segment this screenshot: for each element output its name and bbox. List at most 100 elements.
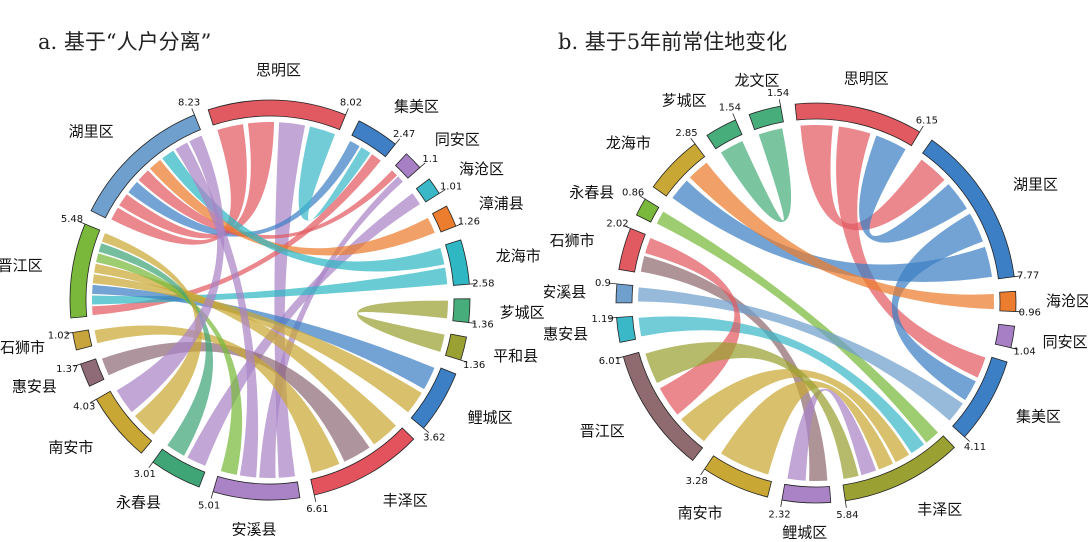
segment-tick	[609, 317, 617, 319]
segment-value-label: 3.62	[423, 433, 445, 444]
segment-arc	[152, 448, 206, 488]
segment-arc	[80, 358, 105, 387]
segment-arc	[635, 198, 660, 223]
chord-ribbon	[800, 124, 945, 231]
chord-ribbon	[298, 126, 371, 221]
chord-ribbon	[111, 124, 247, 245]
segment-tick	[609, 282, 617, 285]
segment-name-label: 同安区	[435, 131, 480, 149]
segment-name-label: 鲤城区	[782, 524, 827, 542]
segment-tick	[423, 427, 430, 433]
chord-ribbon	[720, 128, 792, 223]
segment-name-label: 思明区	[844, 70, 889, 88]
chord-ribbon	[92, 267, 448, 305]
segment-value-label: 2.47	[393, 129, 415, 140]
segment-arc	[794, 102, 921, 147]
segment-tick	[780, 500, 783, 508]
chord-ribbon	[98, 243, 214, 456]
segment-arc	[410, 367, 457, 429]
segment-value-label: 1.36	[472, 320, 494, 331]
segment-tick	[191, 108, 195, 115]
segment-tick	[700, 468, 705, 476]
segment-value-label: 6.15	[916, 115, 938, 126]
segment-name-label: 集美区	[1016, 408, 1061, 426]
chord-ribbon	[689, 162, 994, 310]
segment-arc	[415, 178, 440, 203]
segment-name-label: 湖里区	[69, 122, 114, 140]
segment-name-label: 思明区	[256, 61, 301, 79]
segment-value-label: 3.01	[134, 469, 156, 480]
segment-tick	[65, 332, 73, 335]
segment-name-label: 永春县	[116, 494, 161, 512]
segment-value-label: 1.1	[422, 154, 438, 165]
segment-value-label: 3.28	[686, 476, 708, 487]
segment-value-label: 5.48	[61, 214, 83, 225]
segment-name-label: 安溪县	[544, 283, 586, 301]
segment-arc	[351, 120, 396, 158]
chord-ribbon	[101, 341, 370, 462]
segment-name-label: 芗城区	[662, 92, 707, 110]
segment-arc	[212, 475, 301, 501]
segment-tick	[690, 137, 696, 145]
segment-tick	[439, 189, 446, 194]
segment-arc	[704, 455, 772, 498]
chord-ribbon	[116, 135, 225, 413]
chart-title: a. 基于“人户分离”	[38, 30, 212, 54]
segment-arc	[652, 143, 706, 197]
segment-value-label: 1.19	[591, 314, 613, 325]
chord-ribbon	[672, 180, 993, 282]
segment-arc	[72, 329, 93, 351]
segment-value-label: 1.54	[767, 88, 789, 99]
segment-name-label: 惠安县	[12, 378, 57, 396]
chord-ribbon	[101, 233, 202, 435]
segment-tick	[623, 225, 631, 229]
chord-ribbon	[638, 287, 963, 421]
segment-arc	[431, 205, 457, 233]
segment-name-label: 龙海市	[496, 247, 541, 265]
segment-arc	[706, 119, 743, 150]
segment-value-label: 1.01	[440, 181, 462, 192]
chords	[92, 122, 448, 478]
segment-tick	[616, 356, 624, 359]
segment-value-label: 2.32	[768, 509, 790, 520]
segment-tick	[313, 494, 317, 502]
segment-name-label: 海沧区	[459, 160, 504, 178]
segment-tick	[73, 363, 81, 367]
segment-arc	[618, 227, 646, 273]
chord-ribbon	[94, 325, 340, 473]
segment-value-label: 4.03	[73, 402, 95, 413]
segment-tick	[78, 221, 86, 225]
segment-tick	[844, 500, 847, 508]
segment-value-label: 1.37	[56, 364, 78, 375]
segment-name-label: 晋江区	[580, 422, 625, 440]
chords	[638, 124, 994, 482]
segment-value-label: 2.85	[675, 128, 697, 139]
chord-ribbon	[787, 388, 877, 481]
segment-name-label: 鲤城区	[468, 409, 513, 427]
segment-value-label: 0.86	[622, 187, 644, 198]
segment-tick	[148, 461, 154, 469]
segment-tick	[469, 283, 477, 285]
chord-ribbon	[891, 213, 983, 401]
segment-value-label: 4.11	[964, 442, 986, 453]
segment-value-label: 2.02	[606, 219, 628, 230]
segment-arc	[842, 435, 955, 502]
segment-name-label: 丰泽区	[383, 491, 428, 509]
segment-tick	[1010, 347, 1018, 350]
segment-arc	[748, 105, 784, 131]
segment-name-label: 龙海市	[606, 134, 651, 152]
segment-value-label: 1.36	[463, 360, 485, 371]
segment-name-label: 海沧区	[1046, 292, 1088, 310]
segment-arc	[999, 290, 1017, 312]
chart-title: b. 基于5年前常住地变化	[558, 30, 788, 54]
segment-value-label: 8.23	[178, 97, 200, 108]
segment-tick	[468, 322, 476, 324]
segment-arc	[781, 483, 832, 504]
segment-name-label: 平和县	[493, 347, 538, 365]
segment-tick	[210, 491, 214, 499]
segment-arc	[616, 315, 637, 343]
chord-ribbon	[645, 342, 859, 479]
